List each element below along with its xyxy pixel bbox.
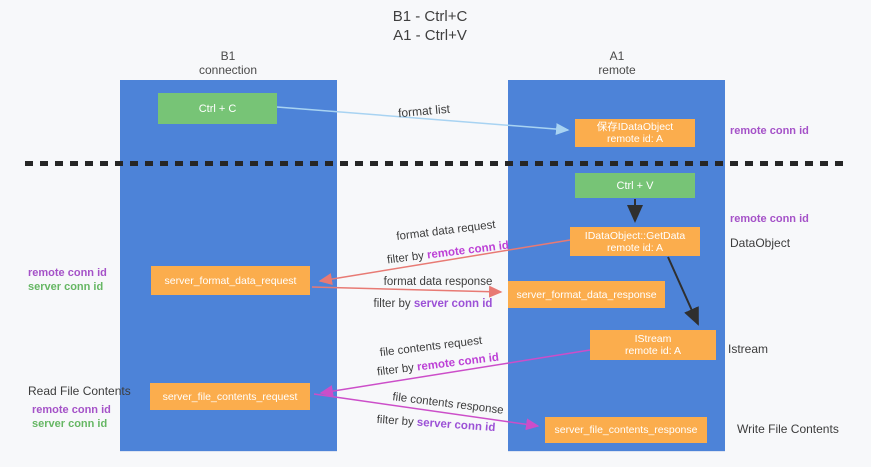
flow-label-filter-format-response: filter by server conn id [374, 298, 493, 310]
filter-by-text: filter by [386, 250, 425, 267]
flow-label-file-contents-response: file contents response [391, 391, 505, 417]
flow-label-format-list: format list [397, 101, 451, 121]
lane-b1-name: B1 [220, 49, 236, 63]
node-server-format-data-request-label: server_format_data_request [164, 274, 297, 287]
remote-conn-id-text: remote conn id [426, 239, 510, 262]
node-ctrl-c-label: Ctrl + C [198, 102, 237, 115]
title-line-2: A1 - Ctrl+V [393, 27, 467, 44]
filter-by-text: filter by [373, 298, 411, 310]
lane-b1-subtitle: connection [198, 63, 258, 77]
right-dataobject-label: DataObject [730, 236, 791, 250]
server-conn-id-text: server conn id [413, 298, 493, 310]
flow-label-format-data-response: format data response [383, 276, 493, 288]
left-remote-conn-id-top: remote conn id [28, 267, 107, 279]
node-istream-line2: remote id: A [624, 345, 682, 357]
filter-by-text: filter by [376, 413, 415, 429]
node-server-format-data-response: server_format_data_response [508, 281, 665, 308]
node-save-idataobject-line2: remote id: A [606, 133, 664, 145]
flow-label-filter-file-response: filter by server conn id [376, 414, 495, 434]
left-server-conn-id-top: server conn id [28, 281, 104, 293]
node-istream: IStream remote id: A [590, 330, 716, 360]
node-server-file-contents-response: server_file_contents_response [545, 417, 707, 443]
node-istream-line1: IStream [634, 333, 672, 345]
node-ctrl-v-label: Ctrl + V [616, 179, 654, 192]
node-server-format-data-response-label: server_format_data_response [516, 288, 657, 301]
left-read-file-contents-label: Read File Contents [28, 384, 131, 398]
node-server-file-contents-response-label: server_file_contents_response [554, 424, 698, 436]
lane-b1-header: B1 connection [158, 49, 298, 77]
left-remote-conn-id-bottom: remote conn id [32, 404, 111, 416]
filter-by-text: filter by [376, 362, 415, 379]
node-getdata-line2: remote id: A [606, 241, 664, 254]
right-remote-conn-id-top: remote conn id [730, 125, 809, 137]
title-line-1: B1 - Ctrl+C [392, 8, 468, 25]
node-server-file-contents-request: server_file_contents_request [150, 383, 310, 410]
node-getdata: IDataObject::GetData remote id: A [570, 227, 700, 256]
dashed-separator [25, 161, 848, 166]
node-server-format-data-request: server_format_data_request [151, 266, 310, 295]
node-server-file-contents-request-label: server_file_contents_request [162, 390, 298, 403]
right-write-file-contents-label: Write File Contents [737, 422, 839, 436]
right-istream-label: Istream [728, 342, 769, 356]
flow-label-filter-format-request: filter by remote conn id [386, 240, 509, 267]
diagram-title: B1 - Ctrl+C A1 - Ctrl+V [330, 7, 530, 45]
node-ctrl-c: Ctrl + C [158, 93, 277, 124]
node-save-idataobject-line1: 保存IDataObject [596, 121, 674, 133]
node-getdata-line1: IDataObject::GetData [584, 229, 686, 242]
lane-a1-subtitle: remote [598, 63, 636, 77]
left-server-conn-id-bottom: server conn id [32, 418, 108, 430]
flow-label-format-data-request: format data request [395, 218, 497, 244]
lane-a1-header: A1 remote [547, 49, 687, 77]
remote-conn-id-text: remote conn id [416, 351, 500, 374]
server-conn-id-text: server conn id [416, 416, 496, 435]
node-save-idataobject: 保存IDataObject remote id: A [575, 119, 695, 147]
right-remote-conn-id-mid: remote conn id [730, 213, 809, 225]
node-ctrl-v: Ctrl + V [575, 173, 695, 198]
lane-a1-name: A1 [609, 49, 625, 63]
